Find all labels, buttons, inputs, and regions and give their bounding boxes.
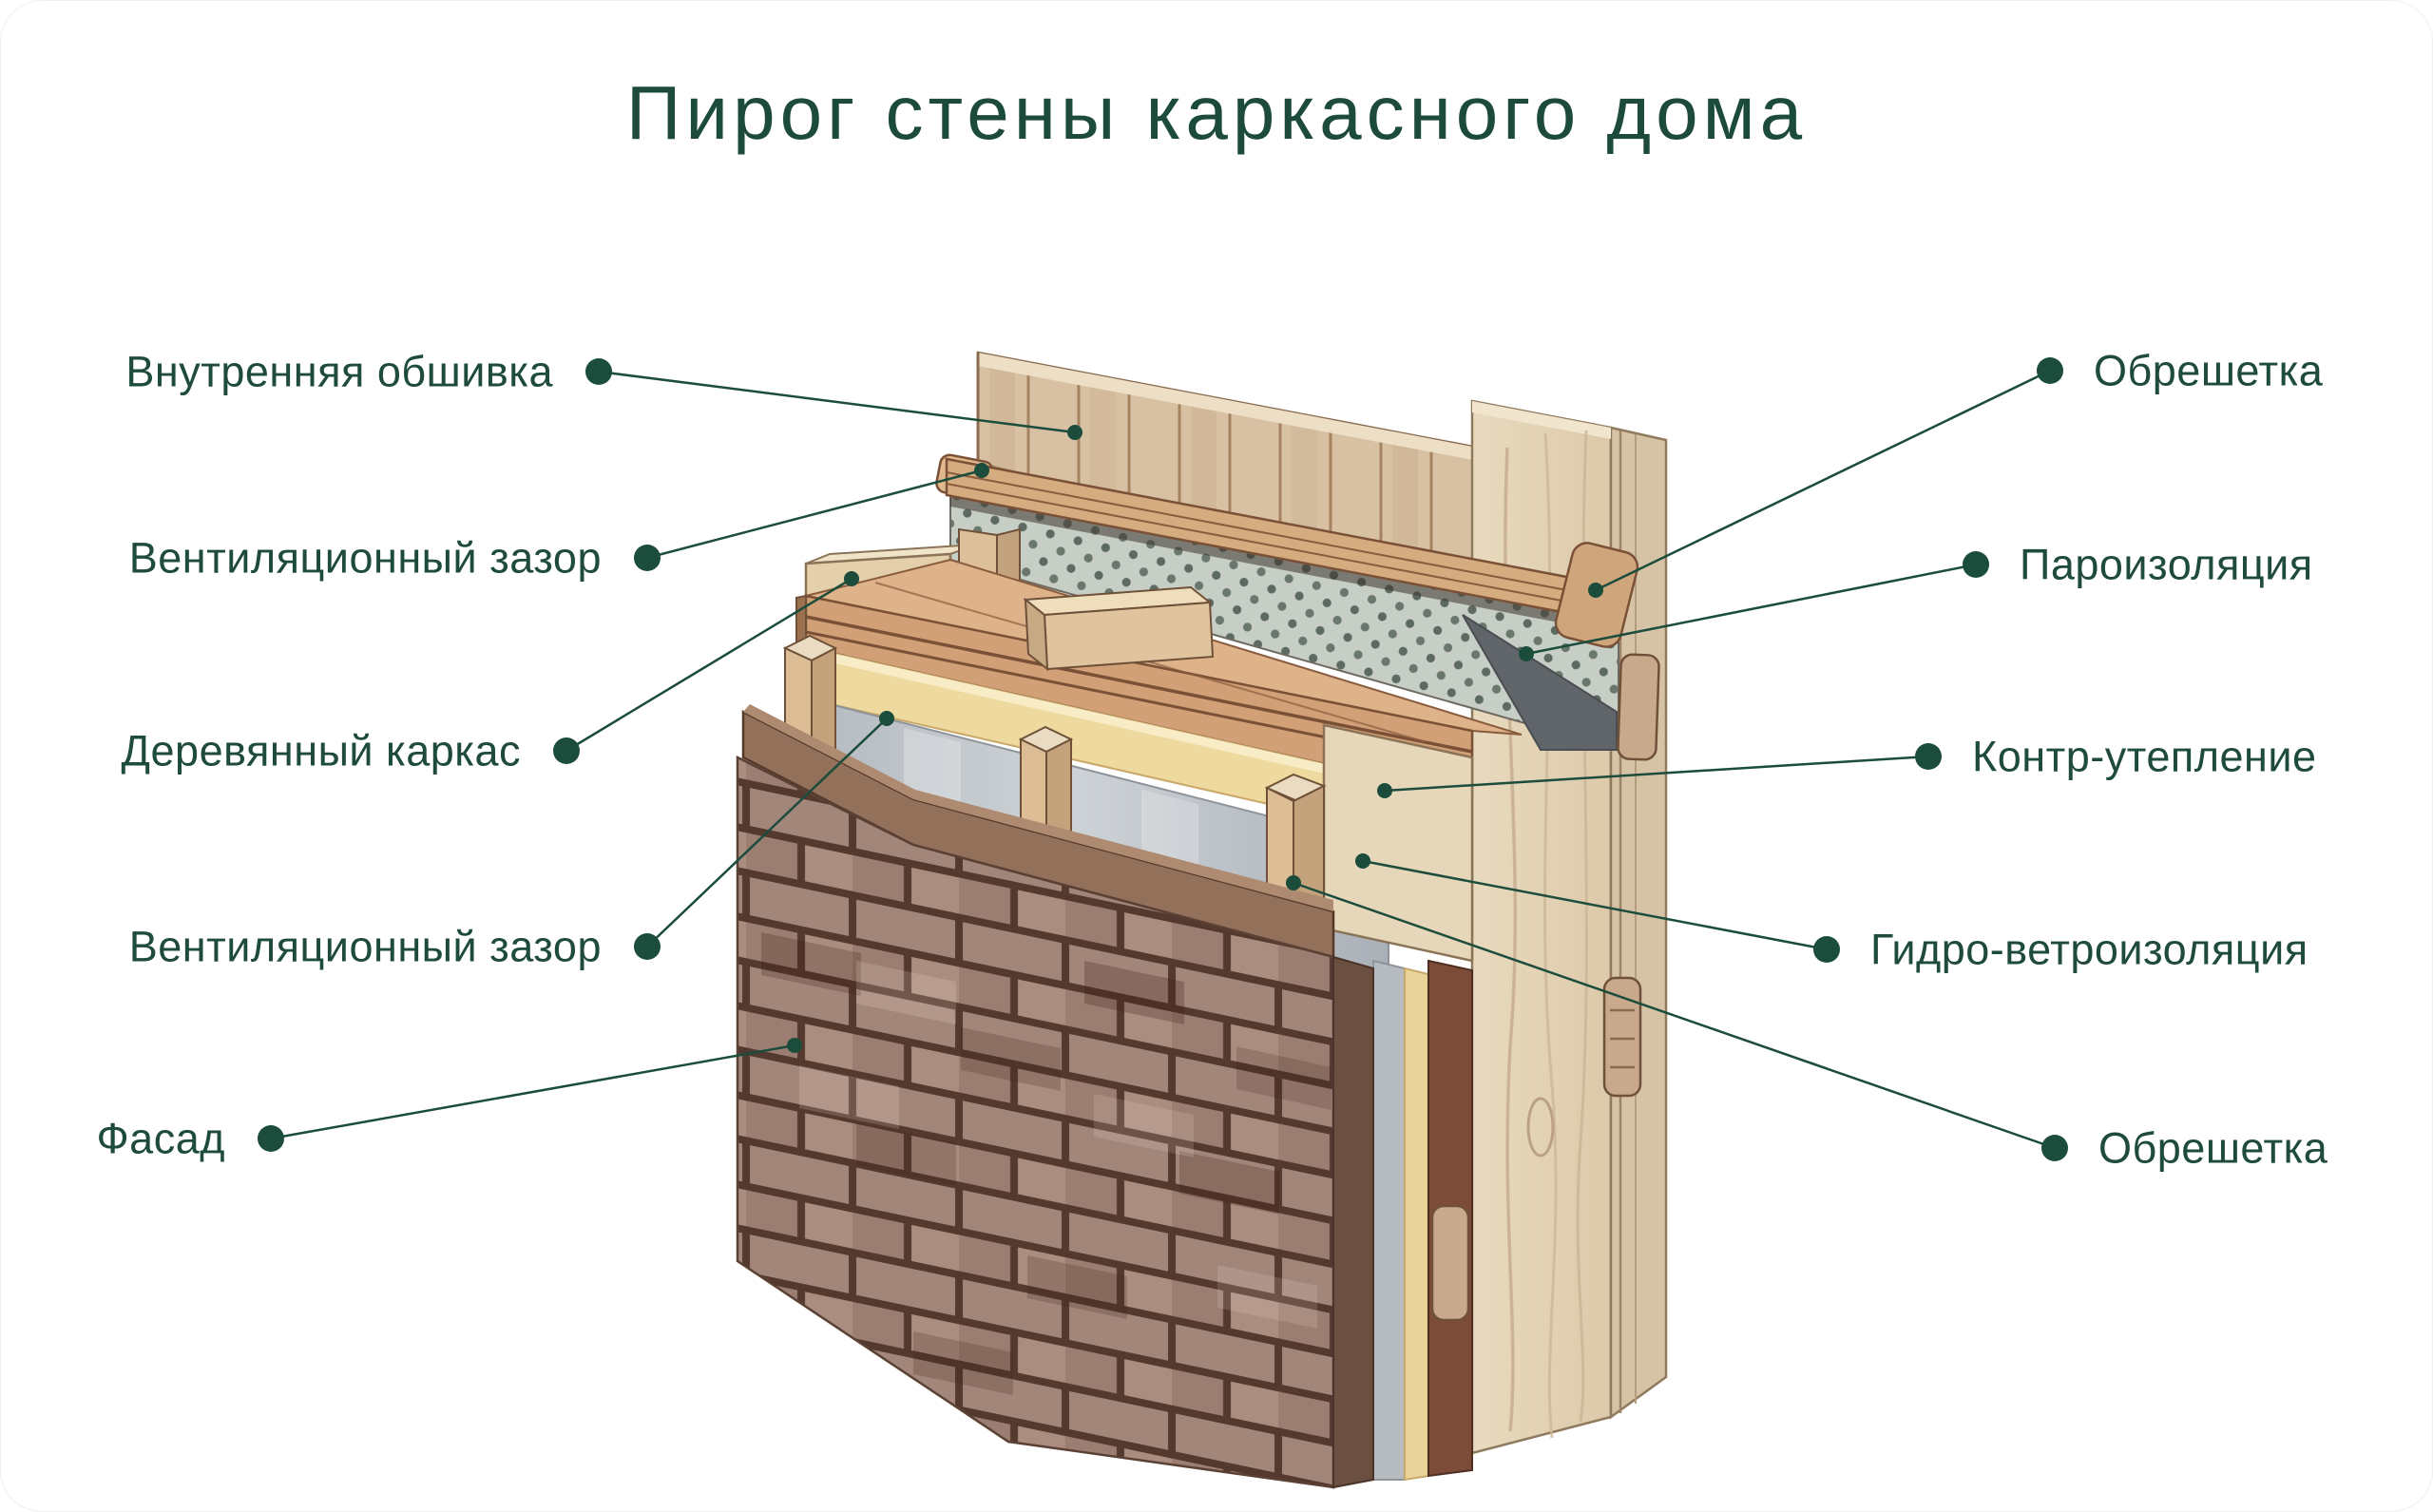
insulation-strip-vertical bbox=[1404, 967, 1429, 1482]
label-lathing-bottom: Обрешетка bbox=[2098, 1123, 2328, 1173]
outer-panel-board bbox=[1470, 399, 1668, 1455]
vapor-barrier-fold-wedge bbox=[1462, 614, 1618, 751]
brick-side-face bbox=[1332, 955, 1374, 1489]
label-vapor-barrier: Пароизоляция bbox=[2020, 540, 2313, 589]
label-lathing-top: Обрешетка bbox=[2094, 346, 2324, 395]
brick-facade bbox=[736, 755, 1374, 1489]
top-plate-beam-right bbox=[1322, 723, 1474, 963]
lathing-batten-top bbox=[935, 453, 1639, 648]
label-vent-gap-top: Вентиляционный зазор bbox=[128, 533, 602, 583]
label-counter-insulation: Контр-утепление bbox=[1972, 732, 2317, 781]
page-title: Пирог стены каркасного дома bbox=[625, 70, 1808, 155]
label-facade: Фасад bbox=[96, 1114, 225, 1163]
callout-connectors bbox=[258, 357, 2068, 1161]
label-vent-gap-bottom: Вентиляционный зазор bbox=[128, 922, 602, 971]
membrane-strip-vertical bbox=[1372, 959, 1406, 1481]
label-wind-barrier: Гидро-ветроизоляция bbox=[1870, 925, 2308, 974]
lathing-blocks bbox=[1430, 653, 1660, 1322]
label-timber-frame: Деревянный каркас bbox=[121, 726, 521, 775]
brick-cap-top bbox=[743, 704, 1333, 911]
label-interior-sheathing: Внутренняя обшивка bbox=[125, 347, 553, 396]
wood-block-on-boards bbox=[1023, 585, 1215, 672]
